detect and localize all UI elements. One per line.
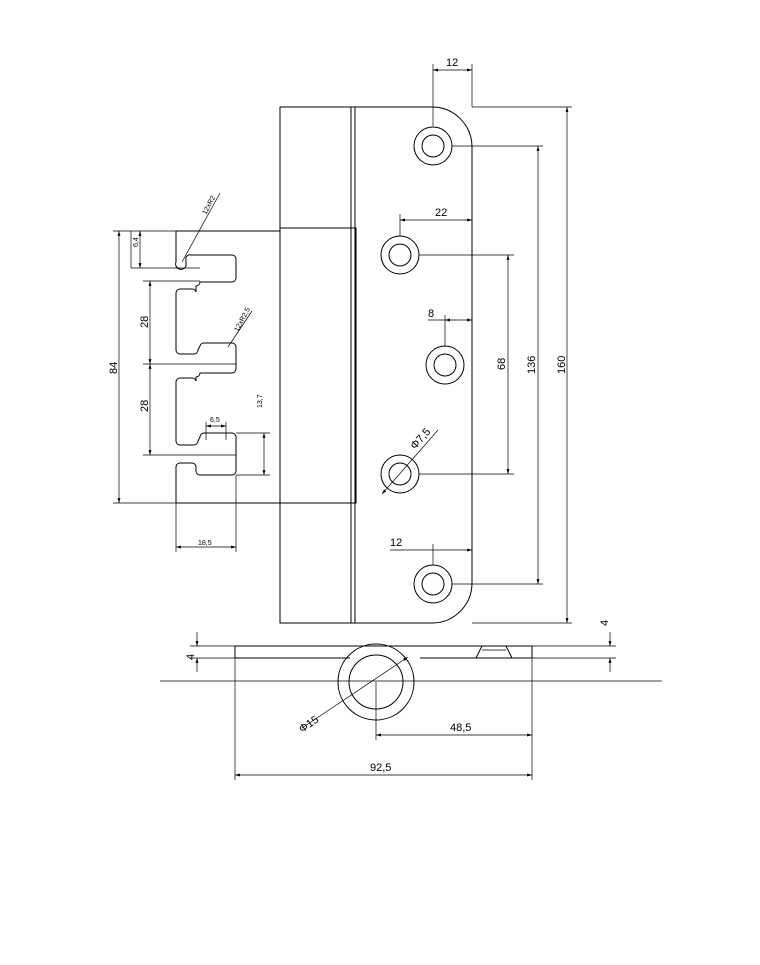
hole-1 [413,126,453,166]
dim-hole-offset-22: 22 [435,207,447,219]
dim-hole-span-68: 68 [496,358,508,370]
dim-knuckle-diameter: Φ15 [297,714,321,736]
hole-3 [425,345,465,385]
knuckle-outline [279,227,357,504]
slot-profile [175,231,237,503]
dim-overall-92-5: 92,5 [370,762,391,774]
dim-slot-pitch-28-a: 28 [139,316,151,328]
dim-slot-r2-5: 12xR2,5 [234,307,252,333]
dim-hole-offset-8: 8 [428,308,434,320]
left-leaf-outline [279,106,356,624]
dim-top-hole-offset: 12 [446,57,458,69]
dim-plate-thickness-left: 4 [185,654,197,660]
right-leaf-outline [355,106,473,624]
dim-bottom-hole-offset: 12 [390,537,402,549]
dim-slot-13-7: 13,7 [257,394,264,408]
screw-head [475,645,513,659]
dim-hole-span-136: 136 [526,356,538,374]
dim-slot-18-5: 18,5 [198,540,212,547]
dim-height-160: 160 [556,356,568,374]
hole-4 [380,454,420,494]
front-view: 12 22 8 12 Φ7,5 68 136 160 [279,57,572,624]
hole-5 [413,564,453,604]
dim-slot-pitch-28-b: 28 [139,400,151,412]
dim-leaf-48-5: 48,5 [450,722,471,734]
dim-plate-thickness-right: 4 [599,620,611,626]
dim-slot-top-6-4: 6,4 [133,237,140,247]
dim-hole-diameter: Φ7,5 [408,426,433,452]
slot-detail: 84 6,4 28 28 12xR2 12xR2,5 6,5 13,7 [108,192,280,552]
dim-slot-width-6-5: 6,5 [210,417,220,424]
dim-slot-r2: 12xR2 [202,195,218,216]
side-view: 4 4 Φ15 48,5 92,5 [160,620,662,780]
hole-2 [380,235,420,275]
dim-slot-height-84: 84 [108,362,120,374]
